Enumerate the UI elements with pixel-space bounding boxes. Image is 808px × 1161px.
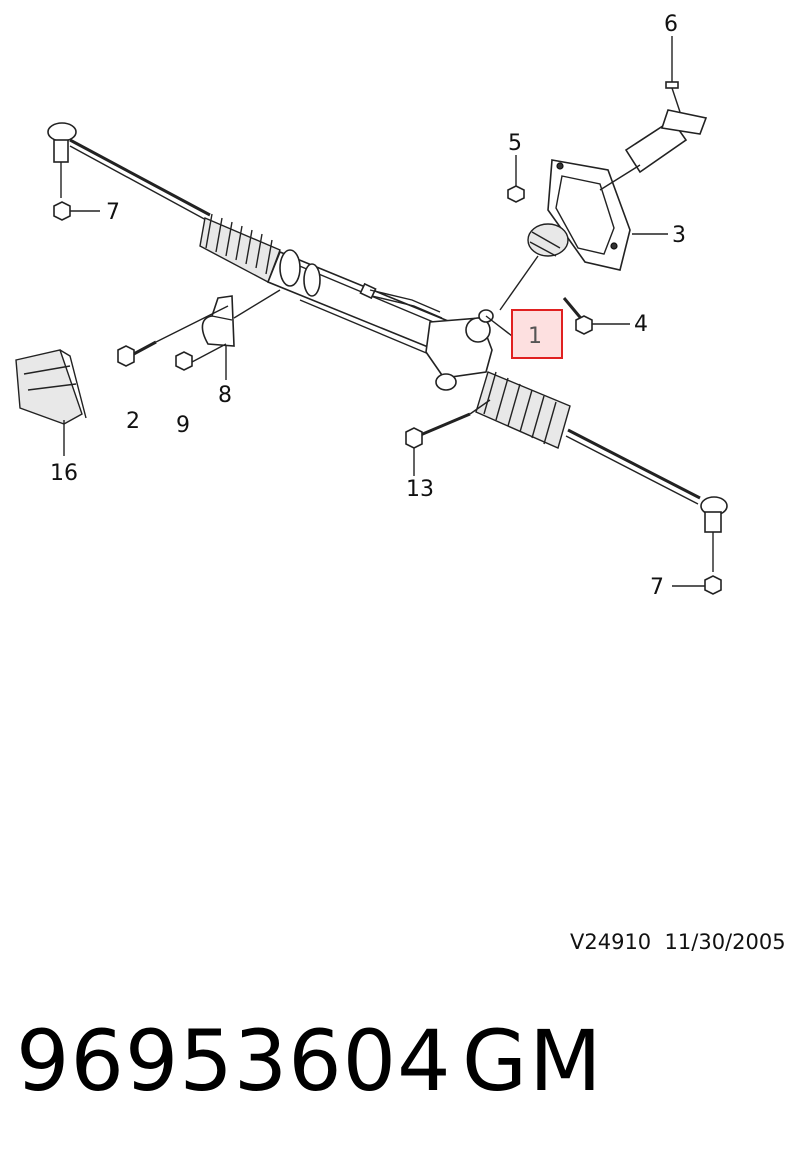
leader-lines [63,36,705,587]
diagram-reference: V24910 11/30/2005 [570,930,786,954]
left-bellows-boot [199,213,281,283]
nut-9-icon [175,351,193,371]
nut-7-left-icon [53,201,71,221]
bolt-13-icon [405,412,471,449]
callout-5[interactable]: 5 [508,131,522,156]
callout-8[interactable]: 8 [218,383,232,408]
nut-5-icon [507,185,525,203]
brand-name: GM [462,1012,604,1110]
callout-1[interactable]: 1 [528,324,542,349]
callout-2[interactable]: 2 [126,409,140,434]
highlight-box-part-1 [511,309,563,359]
reference-date: 11/30/2005 [664,930,786,954]
bolt-2-icon [117,340,157,367]
callout-7-right[interactable]: 7 [650,575,664,600]
nut-7-right-icon [704,575,722,595]
callout-16[interactable]: 16 [50,461,78,486]
steering-column-seal [499,81,708,311]
steering-rack-assembly [47,122,728,572]
heat-shield-16-icon [15,349,87,425]
part-number: 96953604 [16,1012,452,1110]
clamp-8-icon [201,295,235,347]
steering-rack-diagram: 1 2 3 4 5 6 7 7 8 9 13 16 [15,12,728,600]
callout-13[interactable]: 13 [406,477,434,502]
callout-4[interactable]: 4 [634,312,648,337]
callout-7-left[interactable]: 7 [106,200,120,225]
pinion-valve-body [425,309,494,391]
reference-code: V24910 [570,930,652,954]
callout-3[interactable]: 3 [672,223,686,248]
callout-6[interactable]: 6 [664,12,678,37]
right-bellows-boot [475,371,571,449]
callout-9[interactable]: 9 [176,413,190,438]
bolt-4-icon [562,297,593,335]
